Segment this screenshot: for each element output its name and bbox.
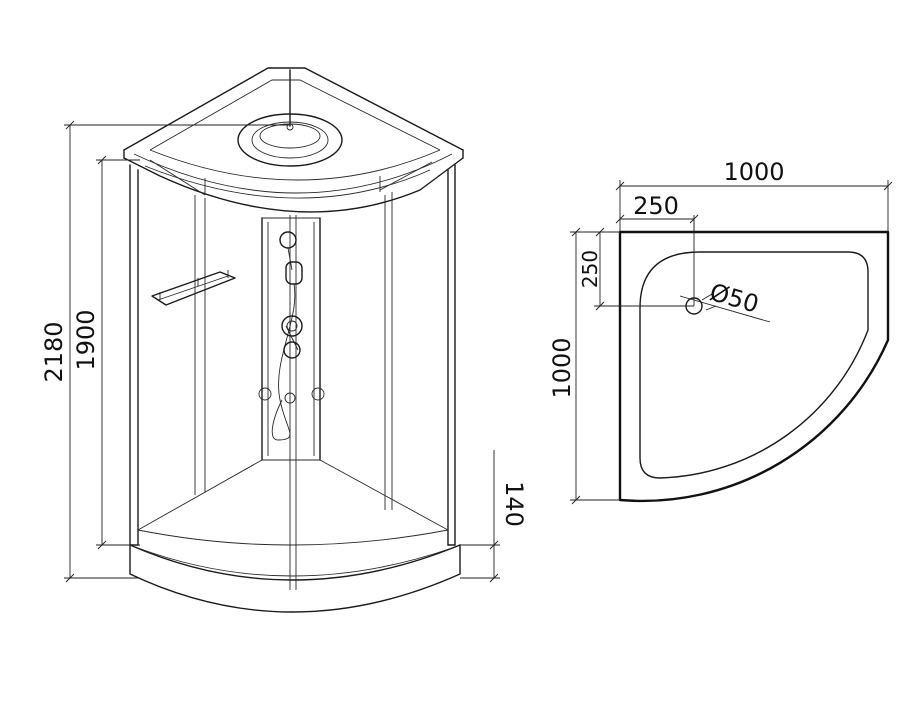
shower-cabin-icon (123, 67, 464, 613)
dimension-depth: 1000 (548, 227, 620, 505)
drain-diameter-label: Ø50 (707, 278, 762, 319)
shower-tray-icon (618, 230, 890, 503)
dimension-width: 1000 (615, 158, 893, 232)
dimension-drain-offset-y: 250 (578, 227, 694, 311)
dimension-cabin-height: 1900 (72, 155, 140, 550)
depth-label: 1000 (548, 337, 576, 398)
drain-offset-x-label: 250 (633, 192, 679, 220)
dimension-drain-offset-x: 250 (615, 192, 699, 306)
tray-height-label: 140 (500, 481, 528, 527)
dimension-total-height: 2180 (40, 120, 290, 583)
dimension-tray-height: 140 (460, 450, 528, 583)
dimension-drain-diameter: Ø50 (679, 278, 771, 323)
total-height-label: 2180 (40, 321, 68, 382)
width-label: 1000 (723, 158, 784, 186)
drain-offset-y-label: 250 (578, 250, 602, 288)
cabin-height-label: 1900 (72, 309, 100, 370)
